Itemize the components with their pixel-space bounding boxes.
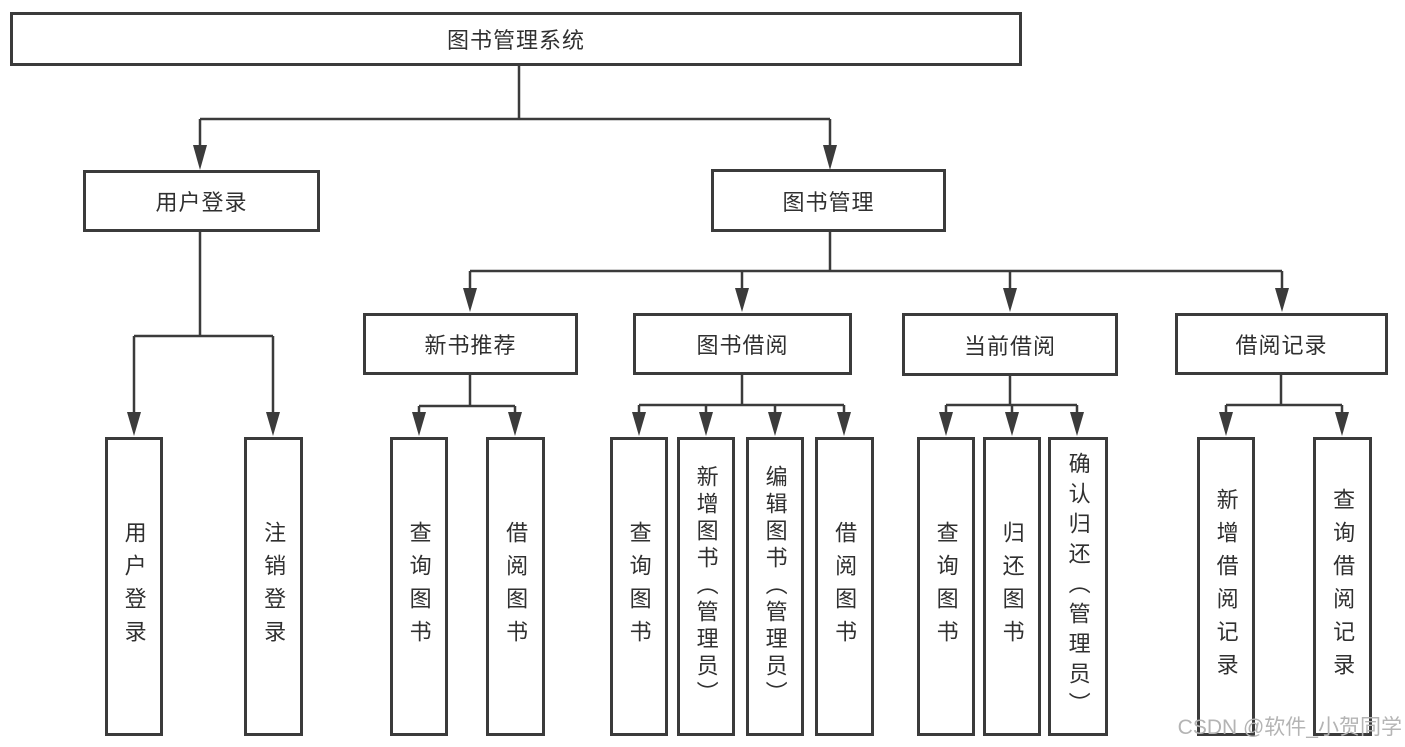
arrow-icon xyxy=(508,412,522,436)
node-label: 归还图书 xyxy=(999,520,1025,653)
edge-borrow-branch xyxy=(637,375,846,413)
node-label: 用户登录 xyxy=(155,190,248,215)
node-label: 借阅图书 xyxy=(503,520,529,653)
node-book-management: 图书管理 xyxy=(711,169,946,232)
node-user-login: 用户登录 xyxy=(83,170,320,232)
arrow-icon xyxy=(412,412,426,436)
arrow-icon xyxy=(1005,412,1019,436)
node-label: 确认归还（管理员） xyxy=(1065,451,1091,722)
leaf-query-books-3: 查询图书 xyxy=(917,437,975,736)
arrow-icon xyxy=(699,412,713,436)
leaf-edit-book-admin: 编辑图书（管理员） xyxy=(746,437,804,736)
arrow-icon xyxy=(632,412,646,436)
arrow-icon xyxy=(127,412,141,436)
node-label: 新书推荐 xyxy=(424,333,517,358)
arrow-icon xyxy=(1070,412,1084,436)
edge-bookmgmt-branch xyxy=(468,232,1284,289)
node-label: 图书管理 xyxy=(782,189,875,215)
node-label: 当前借阅 xyxy=(963,333,1056,359)
arrow-icon xyxy=(193,145,207,170)
arrow-icon xyxy=(1003,288,1017,312)
leaf-borrow-books-1: 借阅图书 xyxy=(486,437,545,736)
leaf-borrow-books-2: 借阅图书 xyxy=(815,437,874,736)
node-new-book-recommend: 新书推荐 xyxy=(363,313,578,375)
leaf-return-book: 归还图书 xyxy=(983,437,1041,736)
arrow-icon xyxy=(837,412,851,436)
arrow-icon xyxy=(1335,412,1349,436)
leaf-user-login: 用户登录 xyxy=(105,437,163,736)
node-label: 借阅图书 xyxy=(832,520,858,653)
arrowheads xyxy=(127,145,1349,436)
edge-userlogin-branch xyxy=(132,232,275,413)
node-label: 用户登录 xyxy=(121,520,147,653)
arrow-icon xyxy=(939,412,953,436)
leaf-query-borrow-record: 查询借阅记录 xyxy=(1313,437,1372,736)
edge-root-to-level2 xyxy=(198,66,832,146)
leaf-add-book-admin: 新增图书（管理员） xyxy=(677,437,735,736)
arrow-icon xyxy=(266,412,280,436)
node-label: 新增借阅记录 xyxy=(1213,487,1239,686)
arrow-icon xyxy=(1219,412,1233,436)
node-borrow-records: 借阅记录 xyxy=(1175,313,1388,375)
node-label: 图书管理系统 xyxy=(446,28,585,53)
leaf-logout: 注销登录 xyxy=(244,437,303,736)
csdn-watermark: CSDN @软件_小贺同学 xyxy=(1177,716,1402,739)
edge-records-branch xyxy=(1224,375,1344,413)
node-label: 查询图书 xyxy=(933,520,959,653)
node-label: 注销登录 xyxy=(261,520,287,653)
node-label: 查询图书 xyxy=(406,520,432,653)
edge-current-branch xyxy=(944,376,1079,413)
node-current-borrow: 当前借阅 xyxy=(902,313,1118,376)
edge-newbook-branch xyxy=(417,375,517,413)
node-root-system: 图书管理系统 xyxy=(10,12,1022,66)
node-label: 查询图书 xyxy=(626,520,652,653)
arrow-icon xyxy=(823,145,837,170)
leaf-confirm-return-admin: 确认归还（管理员） xyxy=(1048,437,1108,736)
arrow-icon xyxy=(735,288,749,312)
connector-lines xyxy=(132,66,1344,413)
arrow-icon xyxy=(1275,288,1289,312)
leaf-query-books-1: 查询图书 xyxy=(390,437,448,736)
node-label: 图书借阅 xyxy=(696,333,789,358)
leaf-query-books-2: 查询图书 xyxy=(610,437,668,736)
node-book-borrow: 图书借阅 xyxy=(633,313,852,375)
node-label: 编辑图书（管理员） xyxy=(762,465,788,708)
leaf-add-borrow-record: 新增借阅记录 xyxy=(1197,437,1255,736)
arrow-icon xyxy=(463,288,477,312)
node-label: 借阅记录 xyxy=(1235,333,1328,358)
node-label: 新增图书（管理员） xyxy=(693,465,719,708)
arrow-icon xyxy=(768,412,782,436)
node-label: 查询借阅记录 xyxy=(1330,487,1356,686)
